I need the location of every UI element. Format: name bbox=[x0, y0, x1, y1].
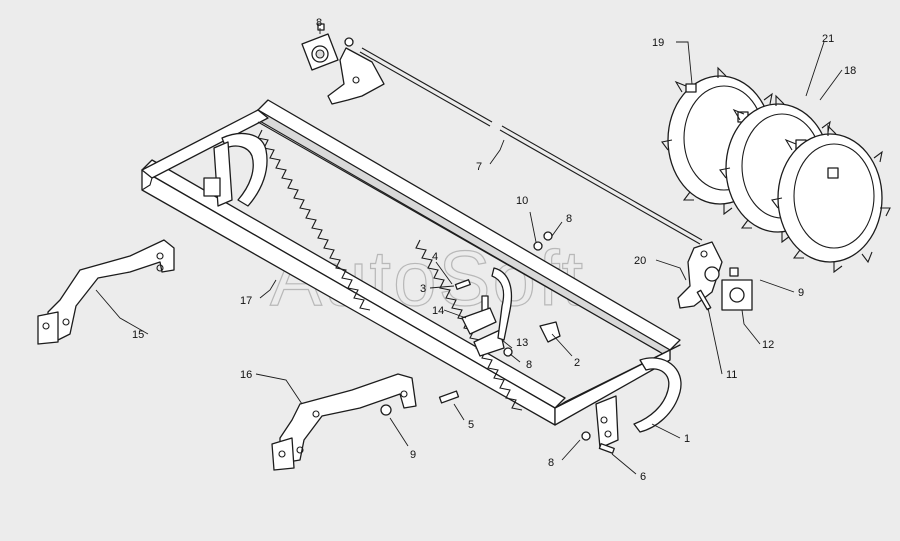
callout-21: 21 bbox=[822, 33, 834, 45]
callout-3: 3 bbox=[420, 283, 426, 295]
roller-wheels bbox=[661, 66, 891, 274]
callout-9-right: 9 bbox=[798, 287, 804, 299]
callout-12: 12 bbox=[762, 339, 774, 351]
callout-11: 11 bbox=[726, 369, 737, 381]
callout-6: 6 bbox=[640, 471, 646, 483]
callout-10: 10 bbox=[516, 195, 528, 207]
callout-20: 20 bbox=[634, 255, 646, 267]
wheel-3 bbox=[771, 124, 891, 274]
callout-17: 17 bbox=[240, 295, 252, 307]
callout-8-mid: 8 bbox=[566, 213, 572, 225]
roller-rod bbox=[359, 47, 703, 245]
left-bracket bbox=[37, 239, 175, 345]
callout-1: 1 bbox=[684, 433, 690, 445]
leader-lines bbox=[95, 28, 843, 475]
top-bearing-bracket bbox=[301, 23, 385, 105]
callout-4: 4 bbox=[432, 251, 438, 263]
callout-8-top: 8 bbox=[316, 17, 322, 29]
callout-13: 13 bbox=[516, 337, 528, 349]
callout-19: 19 bbox=[652, 37, 664, 49]
callout-8-low: 8 bbox=[526, 359, 532, 371]
callout-18: 18 bbox=[844, 65, 856, 77]
callout-labels: 8 19 21 18 7 10 8 4 3 14 13 8 2 17 20 9 … bbox=[132, 17, 856, 483]
callout-7: 7 bbox=[476, 161, 482, 173]
centre-hardware bbox=[454, 231, 561, 357]
callout-8-bottom: 8 bbox=[548, 457, 554, 469]
bottom-bracket bbox=[271, 373, 615, 471]
right-bearing-bracket bbox=[677, 241, 753, 311]
callout-15: 15 bbox=[132, 329, 144, 341]
callout-16: 16 bbox=[240, 369, 252, 381]
callout-14: 14 bbox=[432, 305, 444, 317]
main-frame bbox=[141, 99, 682, 449]
callout-5: 5 bbox=[468, 419, 474, 431]
callout-9-bottom: 9 bbox=[410, 449, 416, 461]
callout-2: 2 bbox=[574, 357, 580, 369]
